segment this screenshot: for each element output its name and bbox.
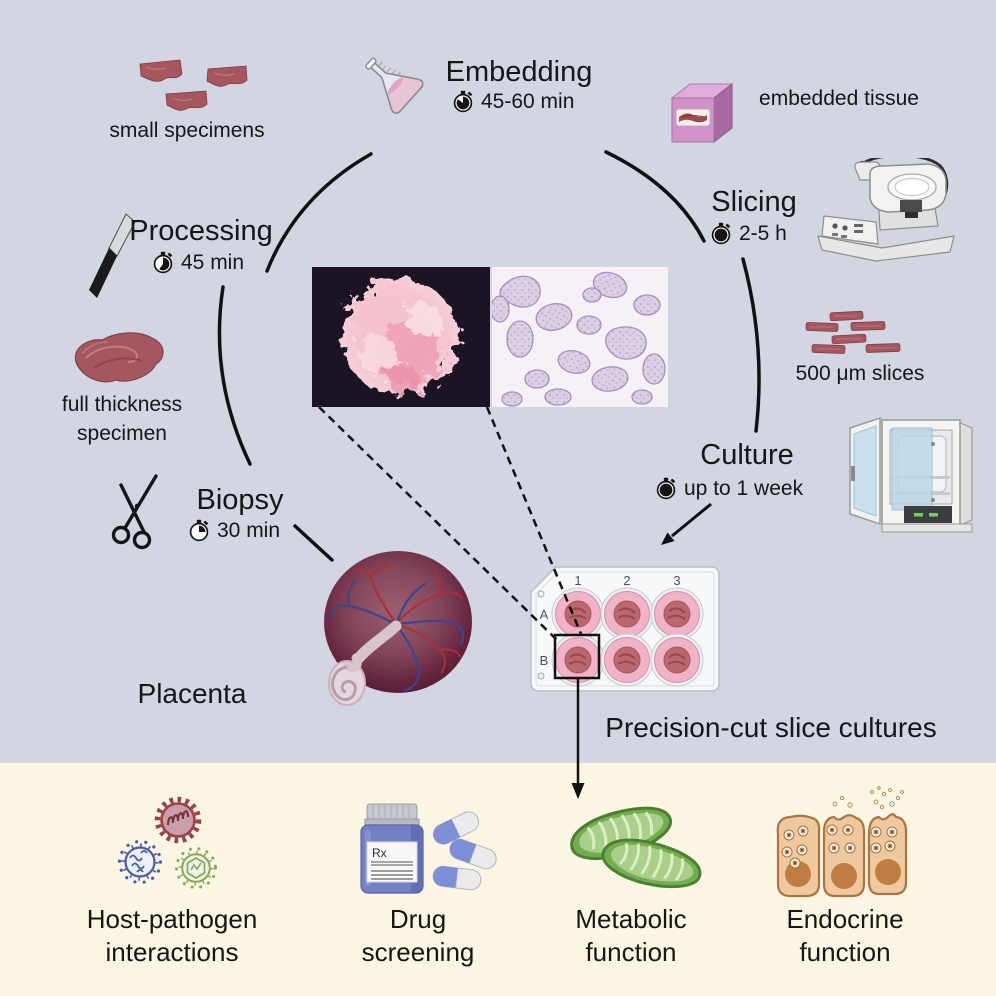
application-metabolic-label: Metabolic function: [575, 904, 687, 967]
stopwatch-icon: [189, 519, 209, 542]
pill-bottle: Rx: [360, 803, 424, 894]
embedded-tissue-label: embedded tissue: [759, 87, 919, 110]
virus-blue-icon: [117, 839, 163, 885]
arc-embedding-slicing: [604, 150, 706, 243]
step-duration-slicing: 2-5 h: [710, 222, 787, 246]
virus-green-icon: [175, 847, 217, 889]
application-endocrine-label: Endocrine function: [786, 904, 904, 967]
macro-slice-photo: [312, 267, 490, 407]
stopwatch-icon: [711, 222, 731, 245]
capsule-icon: [431, 864, 483, 892]
embedded-tissue-cube-icon: [670, 82, 734, 144]
capsule-icon: [446, 835, 500, 873]
plate-row-b: B: [540, 653, 549, 668]
step-title-biopsy: Biopsy: [196, 484, 284, 516]
step-duration-processing: 45 min: [152, 251, 244, 275]
flask-icon: [365, 57, 424, 114]
mitochondria-icon: [564, 800, 707, 896]
well-plate: 1 2 3 A B: [530, 566, 720, 692]
pill-bottle-capsules-icon: Rx: [360, 803, 500, 894]
application-host-pathogen-label: Host-pathogen interactions: [86, 904, 258, 967]
placenta-illustration: [324, 551, 472, 706]
plate-wells: [551, 587, 704, 687]
arrow-culture-to-plate: [661, 502, 712, 545]
small-specimens-label: small specimens: [109, 119, 265, 142]
plate-col-3: 3: [673, 573, 680, 588]
step-title-processing: Processing: [129, 215, 273, 247]
plate-row-a: A: [540, 607, 549, 622]
scalpel-icon: [89, 213, 136, 298]
step-title-embedding: Embedding: [445, 56, 593, 88]
stopwatch-icon: [656, 477, 676, 500]
incubator-icon: [849, 416, 973, 533]
small-specimens-illustration: [139, 59, 248, 111]
microtome-icon: [817, 158, 955, 262]
full-thickness-label: full thickness specimen: [61, 393, 183, 445]
secretory-cells-icon: [776, 786, 908, 898]
placenta-label: Placenta: [137, 678, 247, 709]
tissue-slices-illustration: [805, 310, 901, 354]
step-title-slicing: Slicing: [711, 186, 797, 218]
stopwatch-icon: [453, 90, 473, 113]
slices-label: 500 μm slices: [795, 362, 925, 385]
arc-slicing-culture: [741, 257, 761, 433]
full-thickness-specimen-illustration: [74, 332, 164, 383]
arc-processing-embedding: [265, 152, 373, 273]
rx-label: Rx: [372, 846, 387, 860]
virus-icons: [117, 796, 217, 889]
plate-caption: Precision-cut slice cultures: [605, 712, 937, 743]
step-title-culture: Culture: [700, 439, 794, 471]
histology-image: [492, 267, 668, 407]
stopwatch-icon: [153, 251, 173, 274]
virus-red-icon: [154, 796, 202, 844]
step-duration-biopsy: 30 min: [188, 519, 280, 543]
plate-col-1: 1: [574, 573, 581, 588]
arc-processing-biopsy: [217, 285, 252, 466]
step-duration-culture: up to 1 week: [655, 477, 803, 501]
application-drug-screening-label: Drug screening: [361, 904, 475, 967]
secretion-dots: [832, 786, 904, 810]
scissors-icon: [111, 474, 158, 550]
plate-col-2: 2: [623, 573, 630, 588]
step-duration-embedding: 45-60 min: [452, 90, 574, 114]
